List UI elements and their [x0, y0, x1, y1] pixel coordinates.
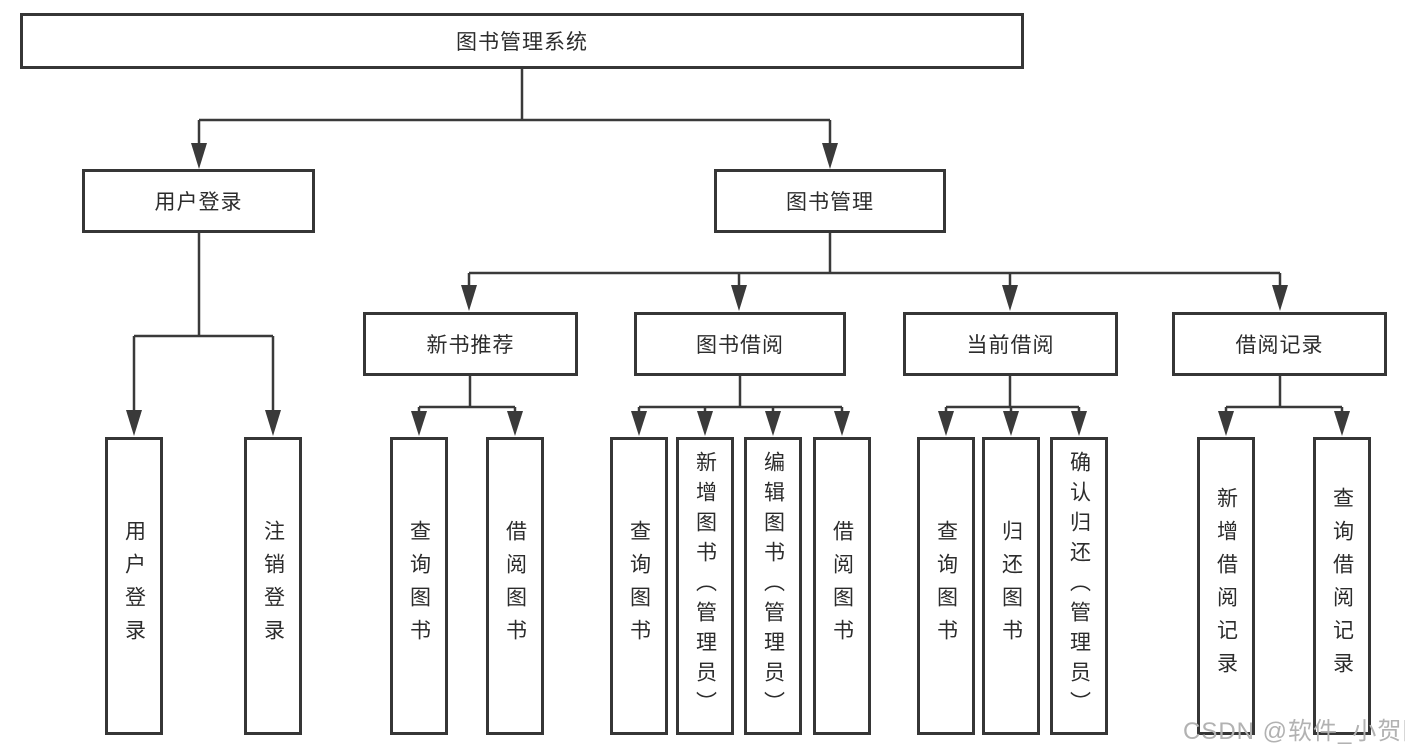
- leaf-label: 借阅图书: [830, 520, 854, 652]
- leaf-logout: 注销登录: [244, 437, 302, 735]
- arrowhead: [507, 411, 523, 436]
- arrowhead: [1218, 411, 1234, 436]
- leaf-return-books: 归还图书: [982, 437, 1040, 735]
- leaf-user-login: 用户登录: [105, 437, 163, 735]
- node-book-borrow: 图书借阅: [634, 312, 846, 376]
- leaf-query-books-current: 查询图书: [917, 437, 975, 735]
- arrowhead: [1003, 411, 1019, 436]
- node-label: 用户登录: [154, 191, 243, 214]
- node-user-login: 用户登录: [82, 169, 315, 233]
- arrowhead: [1071, 411, 1087, 436]
- leaf-query-borrow-record: 查询借阅记录: [1313, 437, 1371, 735]
- edge-book-borrow-branch: [637, 376, 844, 413]
- edge-book-management-branch: [467, 233, 1282, 287]
- leaf-label: 借阅图书: [503, 520, 527, 652]
- leaf-query-books-recommend: 查询图书: [390, 437, 448, 735]
- arrowhead: [822, 143, 838, 169]
- node-library-management-system: 图书管理系统: [20, 13, 1024, 69]
- leaf-borrow-books: 借阅图书: [813, 437, 871, 735]
- leaf-label: 查询图书: [627, 520, 651, 652]
- arrowhead: [1002, 285, 1018, 311]
- arrowhead: [126, 410, 142, 436]
- node-book-management: 图书管理: [714, 169, 946, 233]
- arrowhead: [631, 411, 647, 436]
- leaf-label: 新增图书（管理员）: [693, 451, 717, 721]
- edge-current-borrow-branch: [944, 376, 1081, 413]
- arrowhead: [1334, 411, 1350, 436]
- leaf-label: 确认归还（管理员）: [1067, 451, 1091, 721]
- leaf-edit-books-admin: 编辑图书（管理员）: [744, 437, 802, 735]
- node-label: 借阅记录: [1235, 334, 1324, 357]
- node-label: 当前借阅: [966, 334, 1055, 357]
- leaf-label: 查询图书: [407, 520, 431, 652]
- node-label: 图书管理系统: [456, 31, 588, 54]
- leaf-label: 新增借阅记录: [1214, 487, 1238, 685]
- node-label: 图书借阅: [696, 334, 784, 357]
- edge-borrow-records-branch: [1224, 376, 1344, 413]
- leaf-label: 注销登录: [261, 520, 285, 652]
- leaf-add-books-admin: 新增图书（管理员）: [676, 437, 734, 735]
- leaf-label: 查询图书: [934, 520, 958, 652]
- arrowhead: [834, 411, 850, 436]
- leaf-label: 用户登录: [122, 520, 146, 652]
- leaf-label: 查询借阅记录: [1330, 487, 1354, 685]
- leaf-label: 编辑图书（管理员）: [761, 451, 785, 721]
- edge-root-branch: [197, 69, 832, 145]
- arrowhead: [191, 143, 207, 169]
- arrowhead: [697, 411, 713, 436]
- arrowhead: [461, 285, 477, 311]
- edge-new-book-branch: [417, 376, 517, 413]
- arrowhead: [938, 411, 954, 436]
- leaf-confirm-return-admin: 确认归还（管理员）: [1050, 437, 1108, 735]
- leaf-query-books-borrow: 查询图书: [610, 437, 668, 735]
- arrowhead: [1272, 285, 1288, 311]
- arrowhead: [411, 411, 427, 436]
- arrowhead: [265, 410, 281, 436]
- arrowhead: [765, 411, 781, 436]
- node-label: 新书推荐: [426, 334, 515, 357]
- node-label: 图书管理: [786, 191, 874, 214]
- leaf-add-borrow-record: 新增借阅记录: [1197, 437, 1255, 735]
- node-current-borrow: 当前借阅: [903, 312, 1118, 376]
- node-borrow-records: 借阅记录: [1172, 312, 1387, 376]
- node-new-book-recommend: 新书推荐: [363, 312, 578, 376]
- leaf-borrow-books-recommend: 借阅图书: [486, 437, 544, 735]
- csdn-watermark: CSDN @软件_小贺同学: [1183, 718, 1405, 745]
- arrowhead: [731, 285, 747, 311]
- edge-user-login-branch: [132, 233, 275, 412]
- leaf-label: 归还图书: [999, 520, 1023, 652]
